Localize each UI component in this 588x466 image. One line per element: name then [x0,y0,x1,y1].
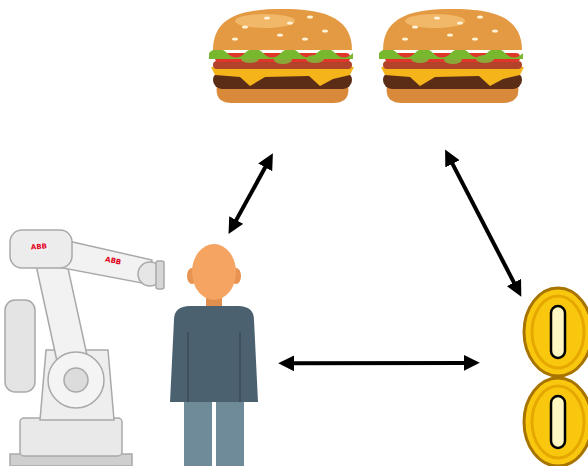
burger [209,9,354,103]
robot-elbow [10,230,72,268]
robot-joint [48,352,104,408]
robot-arm [5,230,164,466]
exchange-arrow [451,161,515,285]
person-figure [170,244,258,466]
robot-joint-cap [64,368,88,392]
coin [524,378,588,466]
burger-group [205,5,555,105]
torso [170,306,258,402]
robot-body [40,350,114,420]
person-figure [172,243,258,466]
brand-mark: ABB [30,243,49,251]
head [192,244,236,300]
arm-line [239,332,241,402]
burger [379,9,524,103]
robot-balancer [5,300,35,392]
robot-base [20,418,122,456]
arm-line [187,332,189,402]
leg [216,396,244,466]
leg [184,396,212,466]
coin-stack [526,288,588,466]
robot-flange [156,261,164,289]
exchange-arrow [235,165,267,223]
coin [524,288,588,376]
exchange-arrow [291,361,467,365]
